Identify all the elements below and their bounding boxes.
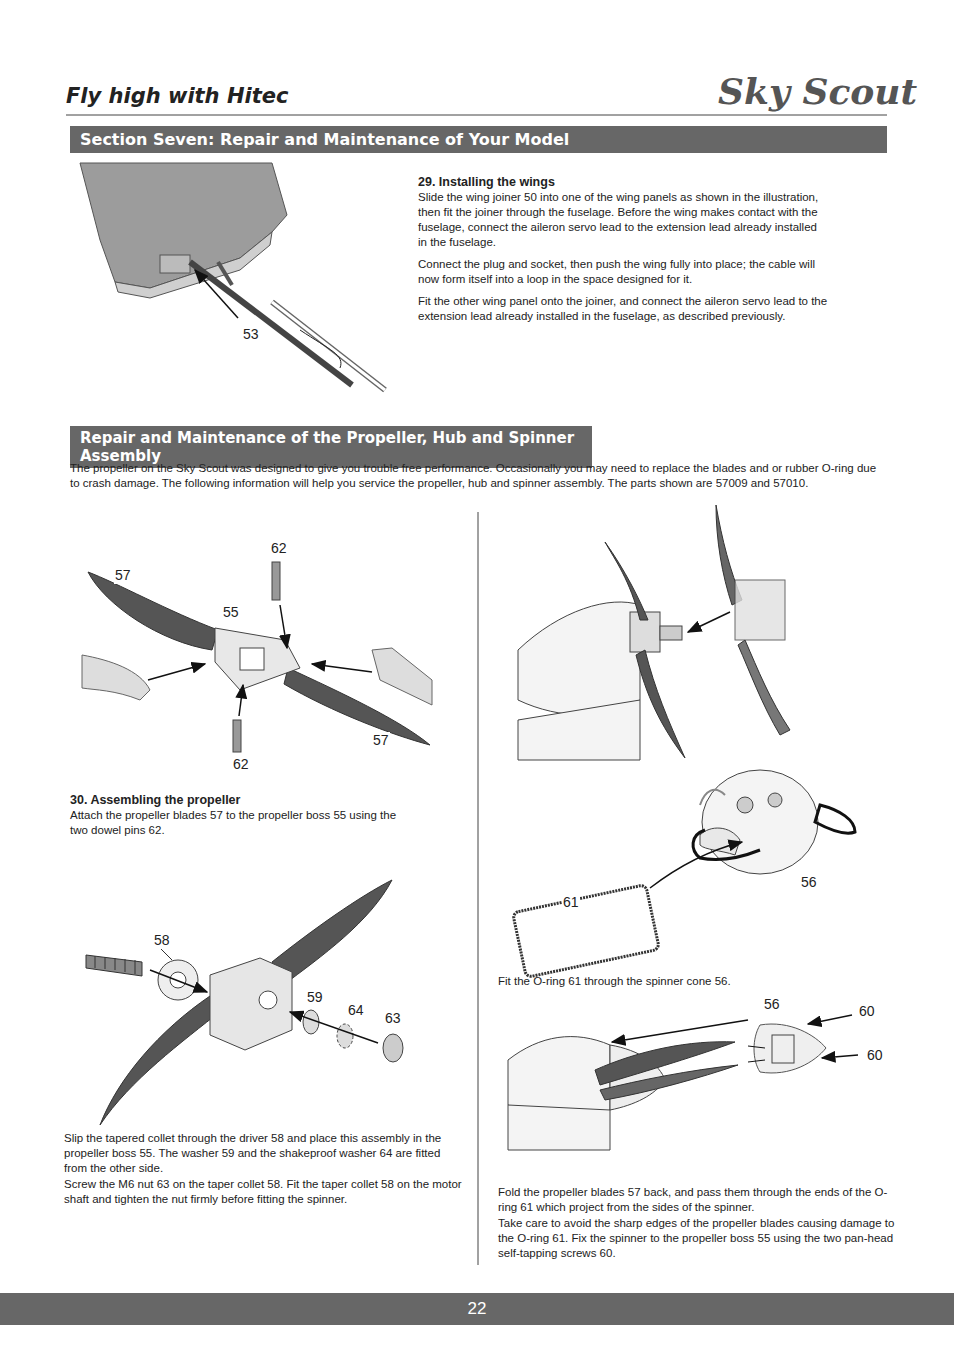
instruction-text: Fit the other wing panel onto the joiner… bbox=[418, 294, 828, 324]
callout-number: 62 bbox=[232, 756, 250, 773]
callout-number: 56 bbox=[763, 996, 781, 1013]
instruction-text: Fold the propeller blades 57 back, and p… bbox=[498, 1185, 898, 1215]
page-number-bar: 22 bbox=[0, 1293, 954, 1325]
callout-number: 63 bbox=[384, 1010, 402, 1027]
instruction-text: Attach the propeller blades 57 to the pr… bbox=[70, 808, 410, 838]
step-heading: 29. Installing the wings bbox=[418, 174, 828, 191]
callout-number: 61 bbox=[562, 894, 580, 911]
band-text: Repair and Maintenance of the Propeller,… bbox=[80, 429, 582, 465]
subsection-heading-band: Repair and Maintenance of the Propeller,… bbox=[70, 426, 592, 468]
instruction-text: Slip the tapered collet through the driv… bbox=[64, 1131, 464, 1176]
instruction-text: Connect the plug and socket, then push t… bbox=[418, 257, 828, 287]
band-text: 22 bbox=[0, 1299, 954, 1319]
brand-logo: Sky Scout bbox=[718, 70, 908, 113]
callout-number: 60 bbox=[858, 1003, 876, 1020]
intro-text: The propeller on the Sky Scout was desig… bbox=[70, 461, 885, 491]
step-heading: 30. Assembling the propeller bbox=[70, 792, 400, 809]
callout-number: 59 bbox=[306, 989, 324, 1006]
section-heading-band: Section Seven: Repair and Maintenance of… bbox=[70, 126, 887, 153]
callout-number: 57 bbox=[372, 732, 390, 749]
callout-number: 64 bbox=[347, 1002, 365, 1019]
instruction-text: Slide the wing joiner 50 into one of the… bbox=[418, 190, 828, 250]
band-text: Section Seven: Repair and Maintenance of… bbox=[80, 130, 877, 149]
callout-number: 56 bbox=[800, 874, 818, 891]
callout-number: 57 bbox=[114, 567, 132, 584]
callout-number: 62 bbox=[270, 540, 288, 557]
instruction-text: Fit the O-ring 61 through the spinner co… bbox=[498, 974, 898, 989]
instruction-text: Screw the M6 nut 63 on the taper collet … bbox=[64, 1177, 464, 1207]
callout-number: 53 bbox=[242, 326, 260, 343]
header-tagline: Fly high with Hitec bbox=[66, 84, 326, 109]
callout-number: 60 bbox=[866, 1047, 884, 1064]
callout-number: 58 bbox=[153, 932, 171, 949]
callout-number: 55 bbox=[222, 604, 240, 621]
instruction-text: Take care to avoid the sharp edges of th… bbox=[498, 1216, 898, 1261]
